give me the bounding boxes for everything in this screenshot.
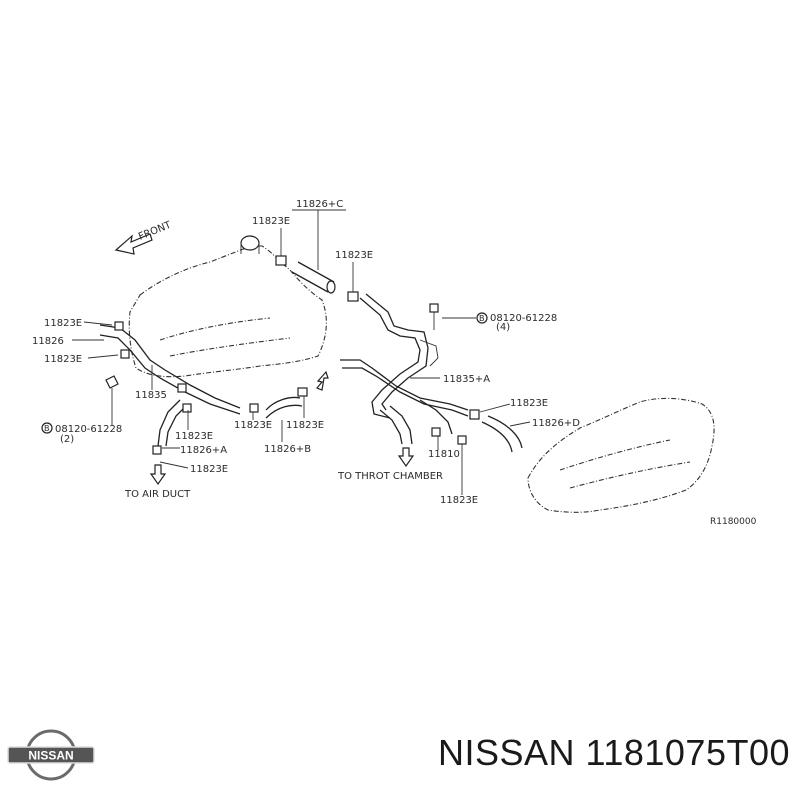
label-bolt-left-number: 08120-61228 xyxy=(55,424,122,435)
bolt-right: B xyxy=(429,303,488,330)
pipes-right xyxy=(340,293,523,453)
label-11826b: 11826+B xyxy=(264,444,311,455)
intake-manifold xyxy=(128,235,327,378)
label-11826d: 11826+D xyxy=(532,418,580,429)
label-11823e-mid2: 11823E xyxy=(234,420,272,431)
logo-text: NISSAN xyxy=(28,749,73,763)
label-11835a: 11835+A xyxy=(443,374,490,385)
footer: NISSAN NISSAN 1181075T00 xyxy=(0,718,800,800)
throttle-chamber xyxy=(527,397,715,513)
label-11823e-left1: 11823E xyxy=(44,318,82,329)
label-bolt-left-qty: (2) xyxy=(60,434,74,445)
label-11823e-mid1: 11823E xyxy=(175,431,213,442)
hose-11826c xyxy=(291,209,346,294)
label-bolt-right-number: 08120-61228 xyxy=(490,313,557,324)
label-11823e-mid3: 11823E xyxy=(286,420,324,431)
reference-code: R1180000 xyxy=(710,517,757,527)
label-11823e-r2: 11823E xyxy=(440,495,478,506)
label-11826c: 11826+C xyxy=(296,199,343,210)
label-11835: 11835 xyxy=(135,390,167,401)
hoses-left xyxy=(72,321,308,469)
front-label: FRONT xyxy=(137,219,174,242)
label-11823e-low: 11823E xyxy=(190,464,228,475)
label-11823e-r1: 11823E xyxy=(510,398,548,409)
flow-arrows xyxy=(149,370,415,486)
front-arrow: FRONT xyxy=(114,219,174,255)
part-number-caption: NISSAN 1181075T00 xyxy=(437,732,790,773)
label-11823e-left2: 11823E xyxy=(44,354,82,365)
label-to-air-duct: TO AIR DUCT xyxy=(124,489,191,500)
nissan-logo: NISSAN xyxy=(7,729,95,781)
label-11826a: 11826+A xyxy=(180,445,227,456)
leader-lines-right xyxy=(410,377,531,495)
label-11823e-top: 11823E xyxy=(252,216,290,227)
label-11826: 11826 xyxy=(32,336,64,347)
clips-top xyxy=(275,228,359,302)
bolt-left: B xyxy=(41,422,53,434)
label-11823e-right: 11823E xyxy=(335,250,373,261)
bolt-right-symbol: B xyxy=(479,314,485,323)
label-to-throt-chamber: TO THROT CHAMBER xyxy=(337,471,443,482)
bolt-left-symbol: B xyxy=(44,424,50,433)
label-bolt-right-qty: (4) xyxy=(496,322,510,333)
label-11810: 11810 xyxy=(428,449,460,460)
